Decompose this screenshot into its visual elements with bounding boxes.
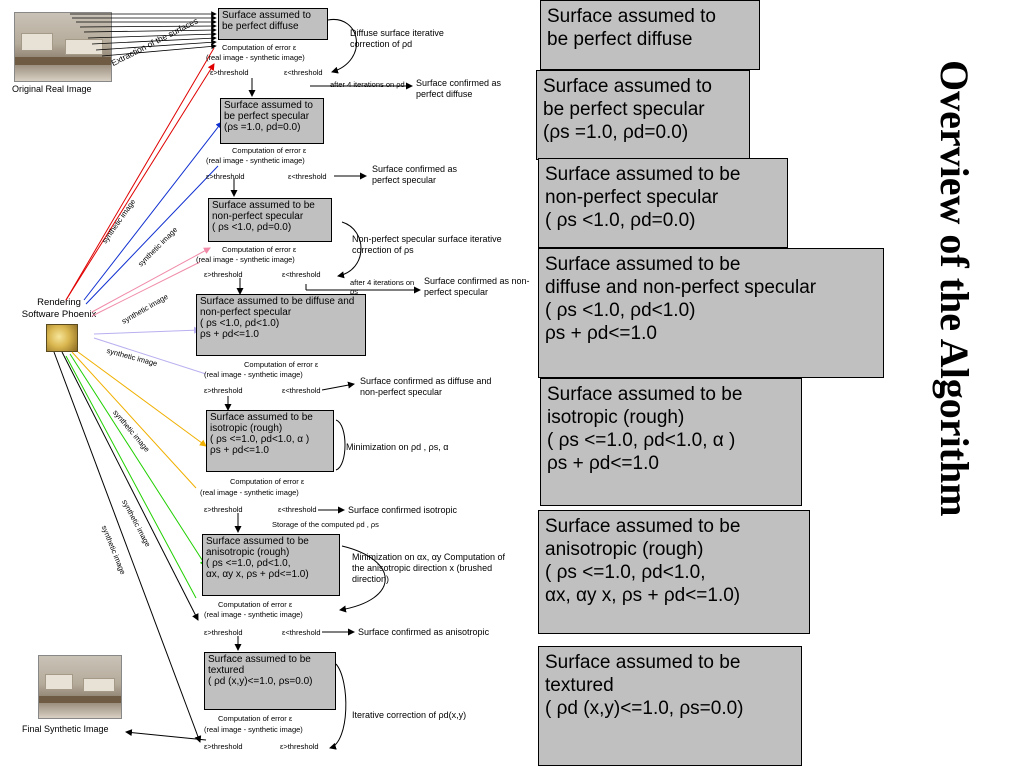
- gt-label-1: ε>threshold: [210, 68, 249, 77]
- note-3: Non-perfect specular surface iterative c…: [352, 234, 502, 255]
- error-sub-2: (real image - synthetic image): [206, 156, 305, 165]
- diagram-box-non-perfect-specular: Surface assumed to be non-perfect specul…: [208, 198, 332, 242]
- flow-arrows: [53, 11, 421, 750]
- diagram-box-perfect-specular: Surface assumed to be perfect specular (…: [220, 98, 324, 144]
- error-label-3: Computation of error ε: [222, 245, 297, 254]
- lt-label-1: ε<threshold: [284, 68, 323, 77]
- storage-5: Storage of the computed ρd , ρs: [272, 520, 379, 529]
- final-synthetic-image: [38, 655, 122, 719]
- diagram-box-diffuse-non-perfect-specular: Surface assumed to be diffuse and non-pe…: [196, 294, 366, 356]
- renderer-label: Rendering Software Phoenix: [21, 297, 97, 320]
- iter-1: after 4 iterations on ρd: [330, 80, 405, 89]
- error-label-7: Computation of error ε: [218, 714, 293, 723]
- gt-label-4: ε>threshold: [204, 386, 243, 395]
- gt-label-5: ε>threshold: [204, 505, 243, 514]
- error-label-4: Computation of error ε: [244, 360, 319, 369]
- note-6: Minimization on αx, αy Computation of th…: [352, 552, 505, 584]
- confirm-5: Surface confirmed isotropic: [348, 505, 458, 515]
- error-sub-4: (real image - synthetic image): [204, 370, 303, 379]
- gt-label-7: ε>threshold: [204, 742, 243, 751]
- diagram-box-textured: Surface assumed to be textured ( ρd (x,y…: [204, 652, 336, 710]
- note-5: Minimization on ρd , ρs, α: [346, 442, 449, 452]
- note-7: Iterative correction of ρd(x,y): [352, 710, 467, 720]
- confirm-1: Surface confirmed as perfect diffuse: [416, 78, 502, 99]
- lt-label-6: ε<threshold: [282, 628, 321, 637]
- error-label-6: Computation of error ε: [218, 600, 293, 609]
- error-label-1: Computation of error ε: [222, 43, 297, 52]
- page-title: Overview of the Algorithm: [932, 60, 977, 517]
- iter-3: after 4 iterations on ρs: [350, 278, 415, 296]
- error-sub-6: (real image - synthetic image): [204, 610, 303, 619]
- error-sub-3: (real image - synthetic image): [196, 255, 295, 264]
- gt-label-2: ε>threshold: [206, 172, 245, 181]
- lt-label-3: ε<threshold: [282, 270, 321, 279]
- error-sub-1: (real image - synthetic image): [206, 53, 305, 62]
- gt-label-6: ε>threshold: [204, 628, 243, 637]
- original-real-image: [14, 12, 112, 82]
- confirm-4: Surface confirmed as diffuse and non-per…: [360, 376, 492, 397]
- confirm-6: Surface confirmed as anisotropic: [358, 627, 490, 637]
- final-image-label: Final Synthetic Image: [22, 724, 109, 734]
- diagram-box-isotropic: Surface assumed to be isotropic (rough) …: [206, 410, 334, 472]
- confirm-3: Surface confirmed as non-perfect specula…: [424, 276, 530, 297]
- phoenix-render-image: [46, 324, 78, 352]
- lt-label-4: ε<threshold: [282, 386, 321, 395]
- note-1: Diffuse surface iterative correction of …: [350, 28, 444, 49]
- original-image-label: Original Real Image: [12, 84, 92, 94]
- lt-label-2: ε<threshold: [288, 172, 327, 181]
- error-sub-5: (real image - synthetic image): [200, 488, 299, 497]
- gt-label-3: ε>threshold: [204, 270, 243, 279]
- diagram-box-perfect-diffuse: Surface assumed to be perfect diffuse: [218, 8, 328, 40]
- confirm-2: Surface confirmed as perfect specular: [372, 164, 458, 185]
- error-sub-7: (real image - synthetic image): [204, 725, 303, 734]
- diagram-box-anisotropic: Surface assumed to be anisotropic (rough…: [202, 534, 340, 596]
- lt-label-5: ε<threshold: [278, 505, 317, 514]
- gt-label-7b: ε>threshold: [280, 742, 319, 751]
- error-label-5: Computation of error ε: [230, 477, 305, 486]
- error-label-2: Computation of error ε: [232, 146, 307, 155]
